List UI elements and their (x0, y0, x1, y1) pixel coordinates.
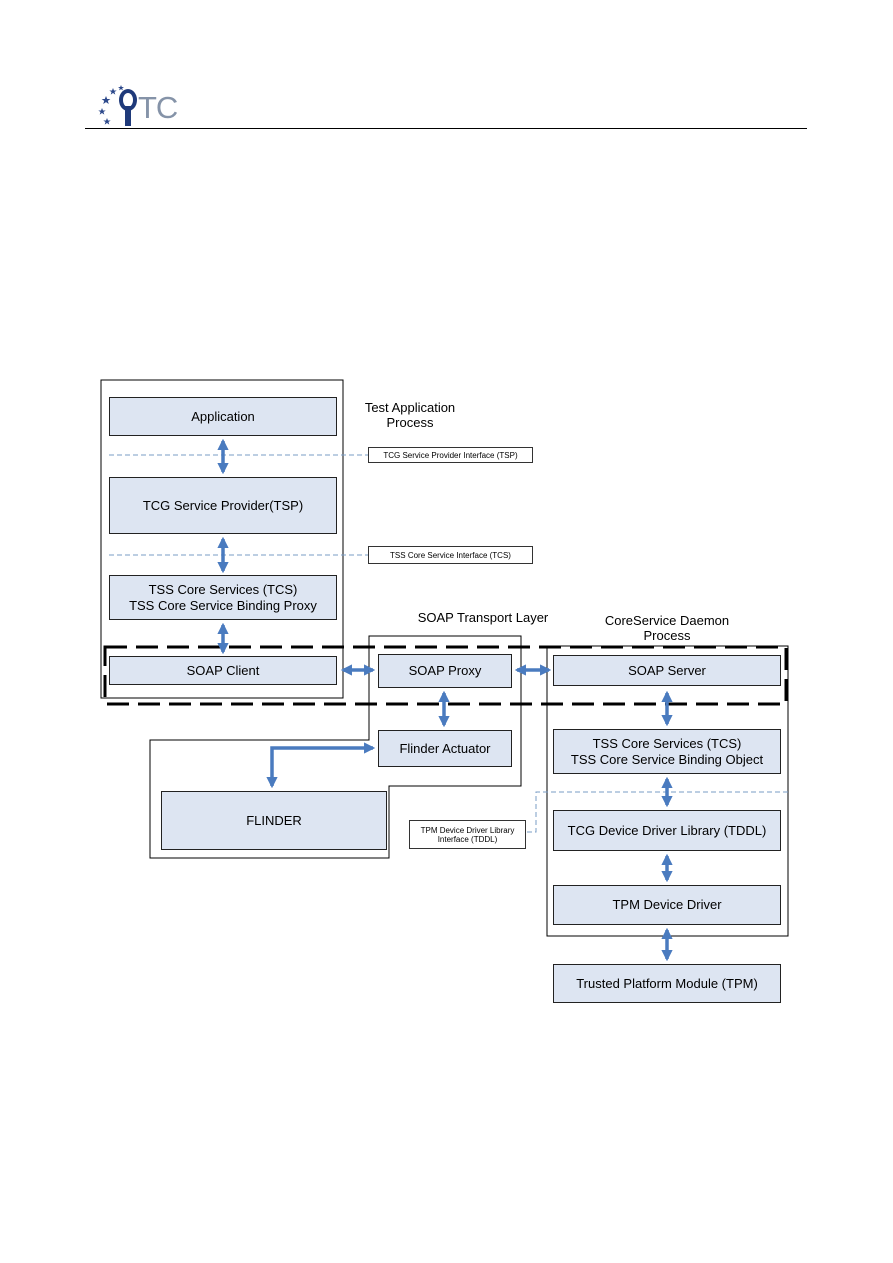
arrow-flinderactuator-flinder (266, 742, 376, 789)
application-box: Application (109, 397, 337, 436)
tcs-proxy-box: TSS Core Services (TCS) TSS Core Service… (109, 575, 337, 620)
flinder-box: FLINDER (161, 791, 387, 850)
soap-server-box: SOAP Server (553, 655, 781, 686)
tcs-object-box: TSS Core Services (TCS) TSS Core Service… (553, 729, 781, 774)
logo-text: TC (138, 90, 178, 125)
soap-client-box: SOAP Client (109, 656, 337, 685)
flinder-actuator-box: Flinder Actuator (378, 730, 512, 767)
coreservice-daemon-process-label: CoreService Daemon Process (604, 613, 730, 643)
tddl-interface-label: TPM Device Driver Library Interface (TDD… (409, 820, 526, 849)
itc-logo-icon (98, 85, 137, 126)
tsp-box: TCG Service Provider(TSP) (109, 477, 337, 534)
test-application-process-label: Test Application Process (364, 400, 456, 430)
soap-layer-dashed-band (103, 645, 788, 706)
tsp-interface-label: TCG Service Provider Interface (TSP) (368, 447, 533, 463)
tcs-interface-label: TSS Core Service Interface (TCS) (368, 546, 533, 564)
test-application-process-container (100, 379, 344, 699)
tpm-device-driver-box: TPM Device Driver (553, 885, 781, 925)
soap-transport-layer-label: SOAP Transport Layer (417, 610, 549, 625)
soap-transport-container (149, 635, 522, 859)
tddl-box: TCG Device Driver Library (TDDL) (553, 810, 781, 851)
soap-proxy-box: SOAP Proxy (378, 654, 512, 688)
header-rule (85, 128, 807, 129)
trusted-platform-module-box: Trusted Platform Module (TPM) (553, 964, 781, 1003)
tddl-interface-line (527, 791, 789, 833)
